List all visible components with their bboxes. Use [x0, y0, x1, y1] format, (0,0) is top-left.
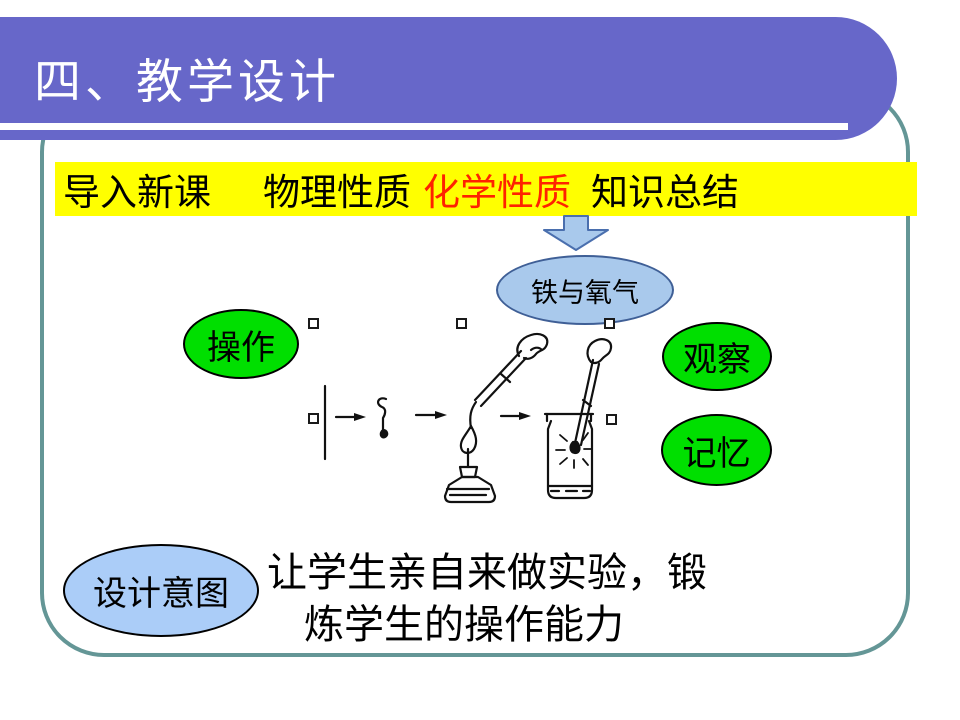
page-title: 四、教学设计 [34, 57, 340, 109]
selection-handle-top-center[interactable] [456, 318, 467, 329]
title-bar[interactable]: 四、教学设计 [0, 17, 897, 140]
design-intent-bubble[interactable]: 设计意图 [63, 544, 259, 637]
topic-bubble[interactable]: 铁与氧气 [496, 255, 674, 325]
skill-bubble-label: 操作 [207, 329, 275, 367]
iron-wire-combustion-experiment-sketch[interactable] [295, 320, 625, 505]
stage-item-intro[interactable]: 导入新课 [63, 173, 211, 214]
skill-bubble-observe[interactable]: 观察 [662, 322, 772, 391]
topic-bubble-label: 铁与氧气 [531, 277, 639, 308]
title-underline [0, 123, 848, 130]
stage-item-physical[interactable]: 物理性质 [263, 173, 411, 214]
design-intent-text[interactable]: 让学生亲自来做实验，锻 炼学生的操作能力 [267, 547, 707, 651]
skill-bubble-label: 观察 [683, 342, 751, 379]
skill-bubble-label: 记忆 [682, 435, 751, 473]
design-intent-label: 设计意图 [93, 576, 229, 613]
stage-strip: 导入新课 物理性质 化学性质 知识总结 [55, 162, 917, 216]
selection-handle-mid-right[interactable] [606, 414, 617, 425]
stage-item-summary[interactable]: 知识总结 [591, 173, 739, 214]
skill-bubble-operate[interactable]: 操作 [183, 309, 299, 379]
stage-item-chemical[interactable]: 化学性质 [423, 173, 571, 214]
design-intent-line2: 炼学生的操作能力 [304, 602, 624, 647]
selection-handle-top-left[interactable] [308, 318, 319, 329]
design-intent-line1: 让学生亲自来做实验，锻 [267, 550, 707, 595]
selection-handle-mid-left[interactable] [308, 413, 319, 424]
selection-handle-top-right[interactable] [604, 318, 615, 329]
skill-bubble-memorize[interactable]: 记忆 [661, 414, 772, 486]
block-arrow-down-icon [543, 215, 609, 251]
